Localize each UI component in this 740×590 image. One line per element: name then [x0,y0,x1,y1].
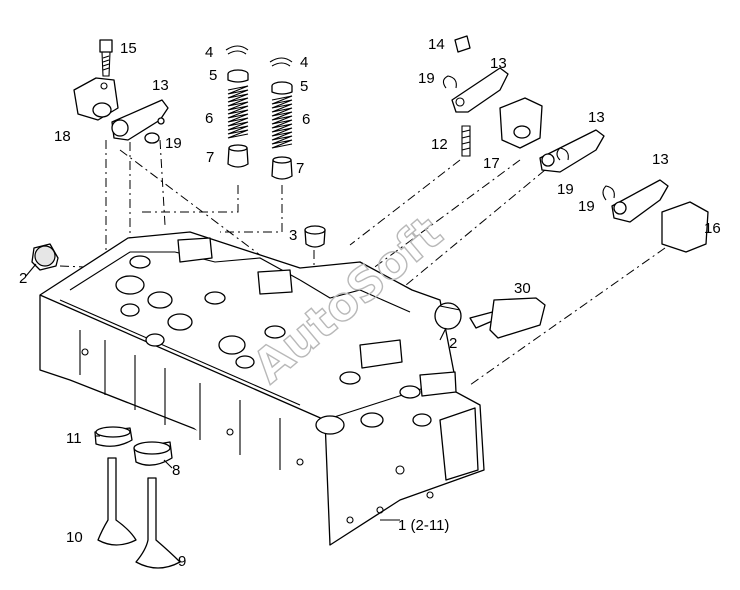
label-15: 15 [120,40,137,57]
label-10: 10 [66,529,83,546]
label-4-left: 4 [205,44,213,61]
label-19-left: 19 [165,135,182,152]
label-5-left: 5 [209,67,217,84]
plug-left [31,243,59,271]
label-19-mid: 19 [557,181,574,198]
label-8: 8 [172,462,180,479]
label-12: 12 [431,136,448,153]
tool-30 [469,297,546,339]
label-2-right: 2 [449,335,457,352]
cylinder-head [39,231,485,546]
label-6-left: 6 [205,110,213,127]
label-7-left: 7 [206,149,214,166]
part-labels: 1 (2-11) 2 2 3 4 4 5 5 6 6 7 7 8 9 10 11… [19,36,721,570]
label-2-left: 2 [19,270,27,287]
leader-lines [25,263,447,521]
label-6-right: 6 [302,111,310,128]
seal-3 [304,225,326,248]
label-13-left: 13 [152,77,169,94]
label-19-right: 19 [578,198,595,215]
plug-right [434,302,462,330]
label-5-right: 5 [300,78,308,95]
label-19-top: 19 [418,70,435,87]
label-3: 3 [289,227,297,244]
label-17: 17 [483,155,500,172]
label-16: 16 [704,220,721,237]
label-18: 18 [54,128,71,145]
valve-springs [225,45,293,180]
label-4-right: 4 [300,54,308,71]
label-1: 1 (2-11) [398,517,449,534]
label-11: 11 [66,430,82,447]
label-9: 9 [178,553,186,570]
label-30: 30 [514,280,531,297]
label-14: 14 [428,36,445,53]
label-7-right: 7 [296,160,304,177]
valves [94,426,181,569]
right-rocker-group [442,35,709,253]
label-13-mid: 13 [588,109,605,126]
left-rocker-group [73,39,169,144]
label-13-right: 13 [652,151,669,168]
label-13-top: 13 [490,55,507,72]
